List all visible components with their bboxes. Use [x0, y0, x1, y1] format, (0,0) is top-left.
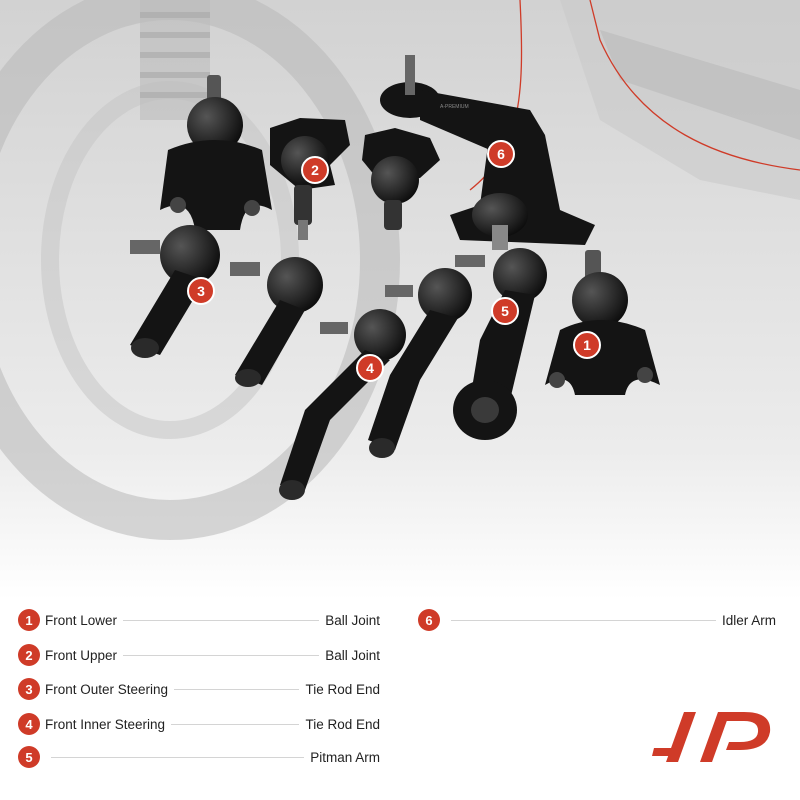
svg-text:3: 3 — [197, 283, 205, 299]
parts-legend: 1 Front Lower Ball Joint 2 Front Upper B… — [0, 600, 800, 800]
legend-number-badge: 1 — [18, 609, 40, 631]
idler-arm — [380, 55, 595, 250]
legend-row-5: 5 Pitman Arm — [18, 744, 380, 770]
legend-part-name: Front Upper — [45, 647, 118, 663]
leader-line — [451, 619, 716, 621]
legend-row-6: 6 Idler Arm — [418, 607, 776, 633]
svg-text:1: 1 — [583, 337, 591, 353]
callout-5: 5 — [491, 297, 519, 325]
lower-ball-joint-right — [545, 250, 660, 395]
legend-part-name: Front Inner Steering — [45, 716, 166, 732]
pitman-arm — [453, 248, 547, 440]
legend-part-name: Front Outer Steering — [45, 681, 169, 697]
legend-row-2: 2 Front Upper Ball Joint — [18, 642, 380, 668]
svg-text:4: 4 — [366, 360, 374, 376]
legend-number-badge: 3 — [18, 678, 40, 700]
callout-4: 4 — [356, 354, 384, 382]
a-premium-logo-icon — [652, 712, 771, 762]
legend-number-badge: 4 — [18, 713, 40, 735]
svg-text:6: 6 — [497, 146, 505, 162]
legend-part-type: Idler Arm — [721, 612, 776, 628]
leader-line — [171, 723, 300, 725]
leader-line — [123, 619, 320, 621]
callout-2: 2 — [301, 156, 329, 184]
legend-part-type: Tie Rod End — [305, 716, 380, 732]
legend-part-type: Pitman Arm — [310, 749, 380, 765]
legend-part-type: Tie Rod End — [305, 681, 380, 697]
callout-6: 6 — [487, 140, 515, 168]
parts-illustration: 1 2 3 4 5 6 A-PREMIUM — [0, 0, 800, 600]
legend-number-badge: 5 — [18, 746, 40, 768]
outer-tie-rod-end-1 — [130, 225, 220, 358]
inner-tie-rod-end-2 — [368, 268, 472, 458]
legend-part-name: Front Lower — [45, 612, 118, 628]
callout-3: 3 — [187, 277, 215, 305]
leader-line — [123, 654, 320, 656]
svg-text:2: 2 — [311, 162, 319, 178]
legend-number-badge: 6 — [418, 609, 440, 631]
outer-tie-rod-end-2 — [230, 257, 323, 387]
legend-row-1: 1 Front Lower Ball Joint — [18, 607, 380, 633]
part-stamp: A-PREMIUM — [440, 104, 469, 110]
upper-ball-joint-2 — [362, 128, 440, 230]
legend-row-3: 3 Front Outer Steering Tie Rod End — [18, 676, 380, 702]
inner-tie-rod-end-1 — [279, 309, 406, 500]
legend-part-type: Ball Joint — [325, 612, 380, 628]
leader-line — [174, 688, 300, 690]
leader-line — [51, 756, 305, 758]
legend-row-4: 4 Front Inner Steering Tie Rod End — [18, 711, 380, 737]
legend-part-type: Ball Joint — [325, 647, 380, 663]
svg-text:5: 5 — [501, 303, 509, 319]
callout-1: 1 — [573, 331, 601, 359]
legend-number-badge: 2 — [18, 644, 40, 666]
lower-ball-joint-top — [160, 75, 272, 230]
